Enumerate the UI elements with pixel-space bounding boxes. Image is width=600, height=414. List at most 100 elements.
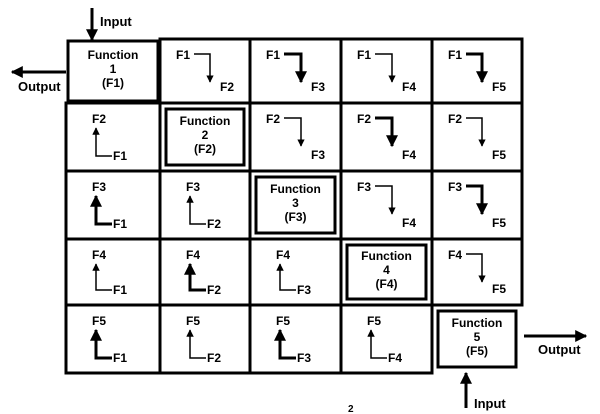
source-label: F4 xyxy=(92,248,106,262)
source-label: F2 xyxy=(92,112,106,126)
target-label: F1 xyxy=(113,217,127,231)
function-number: 1 xyxy=(110,62,117,76)
source-label: F5 xyxy=(186,314,200,328)
source-label: F1 xyxy=(448,48,462,62)
source-label: F3 xyxy=(357,180,371,194)
source-label: F3 xyxy=(92,180,106,194)
flow-arrow xyxy=(375,185,396,215)
source-label: F5 xyxy=(276,314,290,328)
flow-arrow xyxy=(92,263,112,291)
flow-arrow xyxy=(276,263,296,291)
function-tag: (F4) xyxy=(376,277,398,291)
target-label: F2 xyxy=(207,217,221,231)
function-title: Function xyxy=(452,316,503,330)
source-label: F4 xyxy=(448,248,462,262)
target-label: F4 xyxy=(402,80,416,94)
function-number: 5 xyxy=(474,330,481,344)
function-tag: (F3) xyxy=(285,210,307,224)
source-label: F2 xyxy=(357,112,371,126)
target-label: F5 xyxy=(492,216,506,230)
flow-arrow xyxy=(466,184,488,216)
source-label: F1 xyxy=(266,48,280,62)
source-label: F5 xyxy=(367,314,381,328)
flow-arrow xyxy=(466,52,488,84)
target-label: F5 xyxy=(492,80,506,94)
source-label: F5 xyxy=(92,314,106,328)
input-label: Input xyxy=(474,396,506,411)
source-label: F2 xyxy=(448,112,462,126)
flow-arrows: F1F2F1F3F1F4F1F5F2F1F2F3F2F4F2F5F3F1F3F2… xyxy=(64,37,524,375)
flow-arrow xyxy=(274,328,296,360)
function-number: 2 xyxy=(202,128,209,142)
function-title: Function xyxy=(361,249,412,263)
flow-arrow xyxy=(466,117,486,147)
function-tag: (F1) xyxy=(102,76,124,90)
source-label: F4 xyxy=(276,248,290,262)
flow-arrow xyxy=(90,194,112,226)
source-label: F1 xyxy=(176,48,190,62)
flow-arrow xyxy=(90,328,112,360)
target-label: F2 xyxy=(207,351,221,365)
function-tag: (F2) xyxy=(194,142,216,156)
flow-arrow xyxy=(367,329,387,359)
input-label: Input xyxy=(100,14,132,29)
target-label: F5 xyxy=(492,282,506,296)
flow-arrow xyxy=(466,253,486,283)
target-label: F1 xyxy=(113,283,127,297)
function-title: Function xyxy=(270,182,321,196)
target-label: F3 xyxy=(311,80,325,94)
output-label: Output xyxy=(18,79,61,94)
source-label: F3 xyxy=(448,180,462,194)
flow-arrow xyxy=(186,195,206,225)
flow-arrow xyxy=(284,52,307,84)
flow-arrow xyxy=(284,117,305,147)
function-1-output: Output xyxy=(10,66,66,94)
target-label: F3 xyxy=(311,148,325,162)
flow-arrow xyxy=(194,53,214,83)
flow-arrow xyxy=(92,127,112,157)
source-label: F3 xyxy=(186,180,200,194)
source-label: F1 xyxy=(357,48,371,62)
function-number: 3 xyxy=(292,196,299,210)
flow-arrow xyxy=(186,329,206,359)
target-label: F3 xyxy=(297,351,311,365)
function-5-output: Output xyxy=(524,330,588,357)
matrix-cells: Function1(F1)Function2(F2)Function3(F3)F… xyxy=(66,39,518,369)
flow-arrow xyxy=(184,262,206,292)
flow-arrow xyxy=(375,53,396,83)
target-label: F1 xyxy=(113,351,127,365)
function-1-input: Input xyxy=(86,8,132,42)
target-label: F5 xyxy=(492,148,506,162)
function-number: 4 xyxy=(383,263,390,277)
target-label: F2 xyxy=(220,80,234,94)
target-label: F4 xyxy=(402,216,416,230)
flow-arrow xyxy=(375,116,398,148)
target-label: F4 xyxy=(388,351,402,365)
target-label: F1 xyxy=(113,149,127,163)
function-5-input: Input xyxy=(460,371,506,411)
source-label: F4 xyxy=(186,248,200,262)
function-title: Function xyxy=(180,114,231,128)
